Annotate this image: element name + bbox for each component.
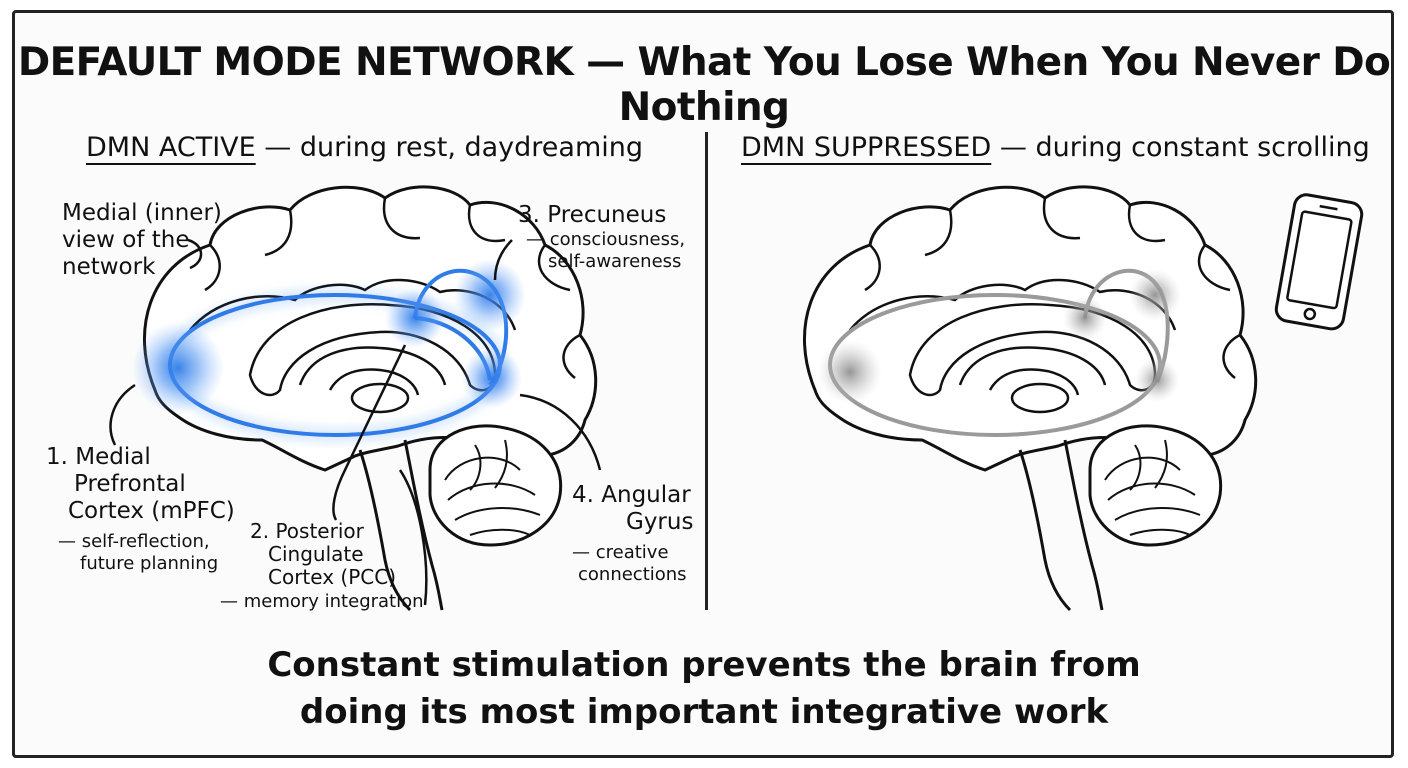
mpfc-desc-1: — self-reflection, — [58, 531, 210, 552]
precuneus-desc-1: — consciousness, — [526, 229, 686, 250]
precuneus-name: 3. Precuneus — [518, 202, 667, 228]
angular-desc-2: connections — [578, 564, 687, 585]
bottom-caption-line-2: doing its most important integrative wor… — [299, 692, 1109, 732]
brain-suppressed-illustration — [802, 185, 1258, 612]
label-precuneus: 3. Precuneus — consciousness, self-aware… — [518, 202, 685, 273]
precuneus-node — [454, 259, 526, 331]
page-title: DEFAULT MODE NETWORK — What You Lose Whe… — [17, 40, 1391, 130]
pcc-name-3: Cortex (PCC) — [268, 565, 397, 589]
medial-view-line-1: Medial (inner) — [62, 200, 222, 226]
panel-divider — [705, 132, 708, 610]
mpfc-node — [132, 322, 224, 414]
label-mpfc: 1. Medial Prefrontal Cortex (mPFC) — sel… — [46, 444, 235, 575]
pcc-node-dim — [1063, 296, 1107, 340]
pcc-name-2: Cingulate — [268, 542, 364, 566]
label-pcc: 2. Posterior Cingulate Cortex (PCC) — me… — [220, 519, 424, 613]
left-heading: DMN ACTIVE — during rest, daydreaming — [86, 132, 643, 163]
pcc-node — [385, 288, 445, 348]
label-angular-gyrus: 4. Angular Gyrus — creative connections — [572, 482, 693, 586]
mpfc-name-1: 1. Medial — [46, 444, 151, 470]
bottom-caption: Constant stimulation prevents the brain … — [0, 642, 1408, 736]
left-heading-key: DMN ACTIVE — [86, 132, 256, 163]
brain-active-illustration — [109, 185, 602, 612]
right-heading-key: DMN SUPPRESSED — [741, 132, 992, 163]
precuneus-desc-2: self-awareness — [548, 251, 682, 272]
mpfc-name-3: Cortex (mPFC) — [68, 498, 235, 524]
pcc-desc-1: — memory integration — [220, 591, 424, 612]
mpfc-name-2: Prefrontal — [74, 471, 186, 497]
bottom-caption-line-1: Constant stimulation prevents the brain … — [267, 645, 1141, 685]
medial-view-line-3: network — [62, 254, 156, 280]
mpfc-desc-2: future planning — [80, 553, 219, 574]
mpfc-node-dim — [818, 340, 882, 404]
pcc-name-1: 2. Posterior — [250, 519, 364, 543]
medial-view-line-2: view of the — [62, 227, 190, 253]
angular-name-1: 4. Angular — [572, 482, 691, 508]
angular-name-2: Gyrus — [626, 509, 694, 535]
angular-desc-1: — creative — [572, 542, 669, 563]
precuneus-node-dim — [1129, 269, 1181, 321]
left-heading-rest: — during rest, daydreaming — [255, 132, 644, 163]
right-heading: DMN SUPPRESSED — during constant scrolli… — [741, 132, 1370, 163]
angular-gyrus-node-dim — [1135, 358, 1179, 402]
medial-view-note: Medial (inner) view of the network — [62, 200, 222, 281]
angular-gyrus-node — [462, 348, 522, 408]
right-heading-rest: — during constant scrolling — [991, 132, 1370, 163]
phone-icon — [1274, 193, 1364, 331]
